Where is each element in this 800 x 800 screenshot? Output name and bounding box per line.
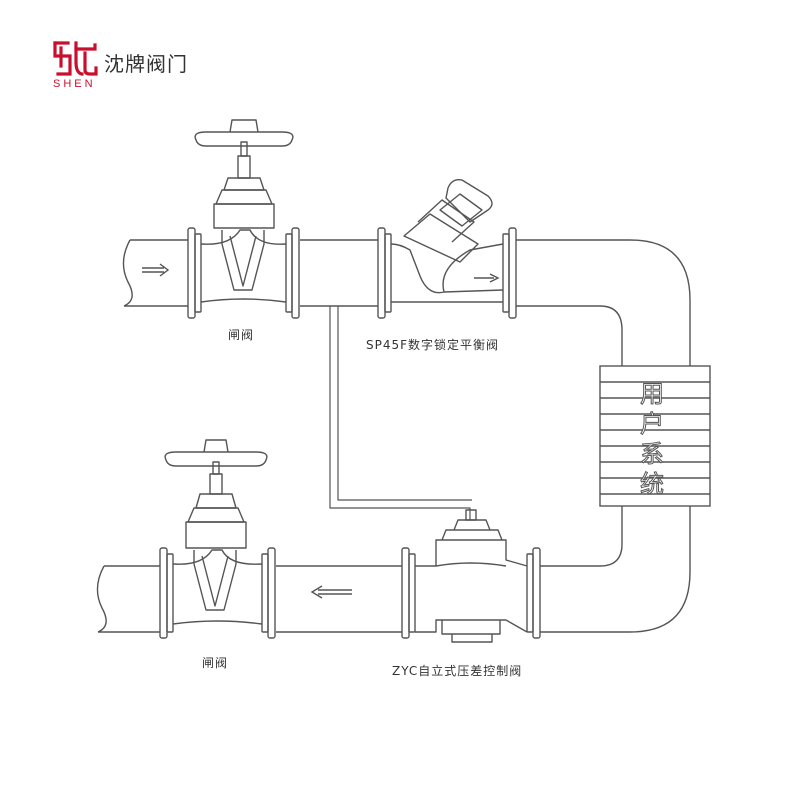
gate-bot-bonnet [185,521,247,549]
gate-bot-handwheel [164,451,268,467]
flow-arrow-bottom [310,585,352,599]
gate-bot-flange-r1 [261,553,269,633]
user-system-char-1: 用 [640,380,664,408]
brand-name-en: SHEN [53,78,96,90]
balance-flange-l2 [384,233,392,313]
gate-top-bonnet [213,203,275,229]
gate-top-flange-r1 [285,233,293,313]
dp-actuator [441,529,503,541]
dp-flange-l1 [401,547,410,639]
bottom-pipe-end [96,565,160,633]
top-pipe-mid [300,239,378,307]
balance-body [390,243,504,303]
gate-top-flange-l1 [187,227,196,319]
dp-flange-r1 [526,553,534,633]
bottom-pipe-mid [276,565,402,633]
label-gate-valve-top: 闸阀 [228,328,255,342]
bottom-pipe-right [540,500,691,633]
impulse-line [329,306,472,520]
balance-bonnet [403,213,479,263]
gate-bot-flange-r2 [267,547,276,639]
flow-arrow-top-left [142,263,170,277]
brand-logo-mark [53,41,98,76]
gate-bot-body [172,549,263,625]
dp-body [415,539,528,633]
gate-top-handwheel [194,131,294,147]
brand-name: 沈牌阀门 [104,52,188,76]
user-system-char-3: 系 [640,440,664,468]
flow-arrows [142,263,500,599]
balance-flange-r1 [502,233,510,313]
label-balance-valve: SP45F数字锁定平衡阀 [366,338,500,352]
gate-bot-flange-l2 [166,553,174,633]
gate-top-body [200,229,287,303]
user-system-box [599,365,711,507]
label-gate-valve-bottom: 闸阀 [202,656,229,670]
label-diff-pressure-valve: ZYC自立式压差控制阀 [392,664,523,678]
top-pipe-right [516,239,691,368]
balance-flange-l1 [377,227,386,319]
top-pipe-end [122,239,188,307]
balance-knob [445,178,493,223]
flow-arrow-top-right [474,273,500,283]
dp-flange-r2 [532,547,541,639]
user-system-char-4: 统 [640,470,664,498]
user-system-char-2: 户 [640,410,664,438]
balance-flange-r2 [508,227,517,319]
gate-top-flange-r2 [291,227,300,319]
gate-top-flange-l2 [194,233,202,313]
gate-bot-flange-l1 [159,547,168,639]
dp-flange-l2 [408,553,416,633]
